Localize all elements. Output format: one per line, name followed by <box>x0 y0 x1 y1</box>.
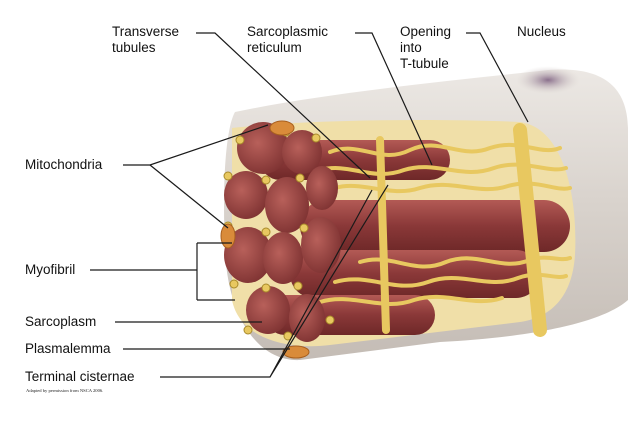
credit-line: Adapted by permission from NSCA 2006. <box>26 388 104 393</box>
label-sarcoplasmic-reticulum: Sarcoplasmic reticulum <box>247 24 329 55</box>
nucleus-shape <box>516 66 580 94</box>
leader-transverse-tubules <box>196 32 371 179</box>
label-transverse-tubules: Transverse tubules <box>112 24 180 55</box>
myofibril-ends <box>224 122 341 342</box>
leader-terminal-cisternae <box>160 184 389 378</box>
mitochondria-shapes <box>220 120 310 359</box>
sarcoplasmic-reticulum-network <box>318 123 572 337</box>
label-opening-into-t-tubule: Opening into T-tubule <box>400 24 452 71</box>
label-terminal-cisternae: Terminal cisternae <box>25 369 135 384</box>
label-plasmalemma: Plasmalemma <box>25 341 111 356</box>
leader-sarcoplasmic-reticulum <box>355 32 433 166</box>
label-mitochondria: Mitochondria <box>25 157 103 172</box>
label-myofibril: Myofibril <box>25 262 76 277</box>
leader-mitochondria-b <box>149 164 229 229</box>
leader-myofibril <box>90 242 235 301</box>
label-nucleus: Nucleus <box>517 24 566 39</box>
leader-lines <box>90 32 529 378</box>
label-sarcoplasm: Sarcoplasm <box>25 314 97 329</box>
leader-opening-t-tubule <box>466 32 529 123</box>
